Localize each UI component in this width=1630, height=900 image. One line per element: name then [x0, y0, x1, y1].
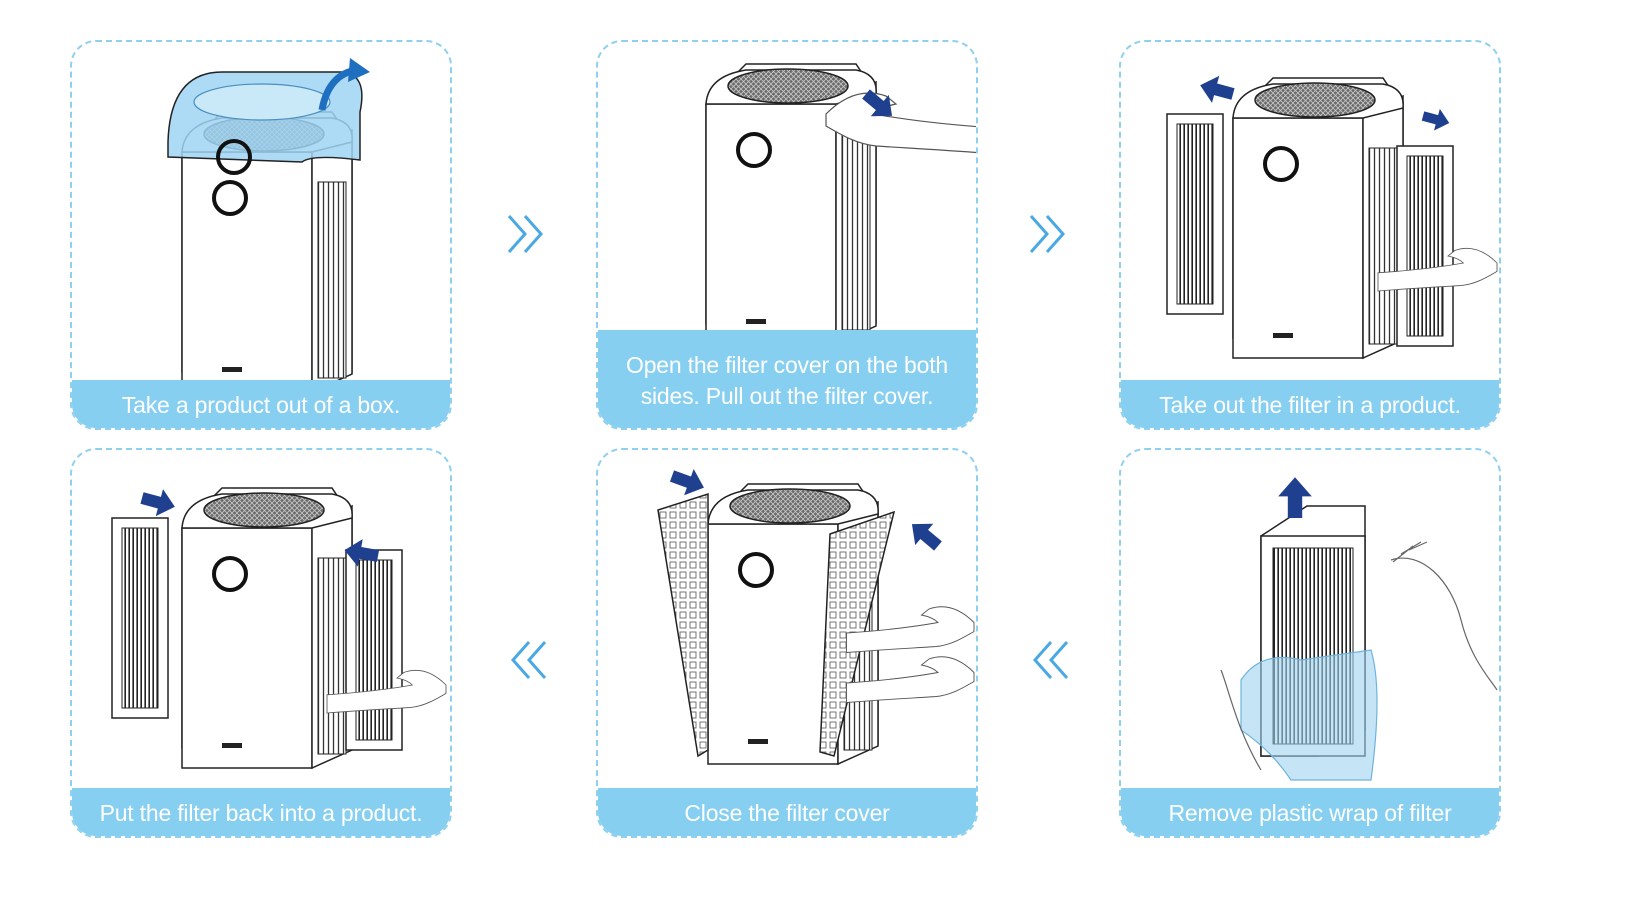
step-5-illustration	[657, 462, 975, 766]
step-3-caption: Take out the filter in a product.	[1121, 380, 1499, 428]
double-chevron-left-icon	[1027, 638, 1071, 687]
step-1-illustration	[167, 58, 370, 382]
step-card-6: Put the filter back into a product.	[70, 448, 452, 838]
double-chevron-right-icon	[1027, 212, 1071, 261]
step-3-illustration	[1166, 71, 1498, 360]
step-2-illustration	[704, 62, 976, 332]
step-6-caption: Put the filter back into a product.	[72, 788, 450, 836]
step-6-illustration	[111, 484, 447, 770]
step-2-caption: Open the filter cover on the both sides.…	[598, 330, 976, 428]
step-card-5: Close the filter cover	[596, 448, 978, 838]
step-4-illustration	[1220, 477, 1498, 781]
double-chevron-left-icon	[505, 638, 549, 687]
step-card-4: Remove plastic wrap of filter	[1119, 448, 1501, 838]
double-chevron-right-icon	[505, 212, 549, 261]
step-5-caption: Close the filter cover	[598, 788, 976, 836]
step-card-1: Take a product out of a box.	[70, 40, 452, 430]
step-4-caption: Remove plastic wrap of filter	[1121, 788, 1499, 836]
step-card-2: Open the filter cover on the both sides.…	[596, 40, 978, 430]
step-1-caption: Take a product out of a box.	[72, 380, 450, 428]
step-card-3: Take out the filter in a product.	[1119, 40, 1501, 430]
